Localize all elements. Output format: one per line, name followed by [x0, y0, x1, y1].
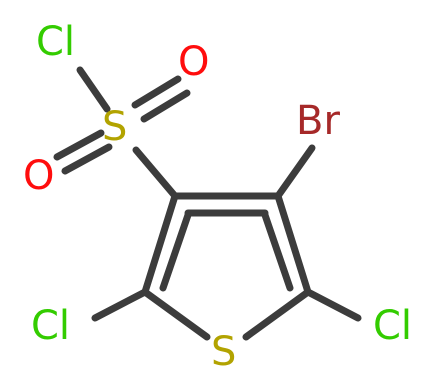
- bond-c5-cl: [304, 288, 362, 322]
- bond-c4-c5-inner: [261, 211, 294, 292]
- bond-s-o-left-a: [53, 129, 105, 161]
- atom-s-sulfonyl: S: [102, 104, 127, 150]
- bond-c4-c5: [274, 192, 312, 296]
- atom-cl-right: Cl: [373, 303, 412, 349]
- bond-c2-s-ring: [141, 288, 211, 341]
- bond-s-o-left-b: [61, 143, 113, 175]
- bond-s-o-top-b: [140, 89, 191, 123]
- atom-s-ring: S: [211, 329, 236, 375]
- bond-c4-br: [274, 144, 316, 200]
- atom-labels: Cl O S O Br Cl Cl S: [23, 19, 412, 375]
- bond-c3-c2-inner: [159, 211, 192, 292]
- atom-o-top: O: [178, 39, 209, 85]
- bond-s-cl: [76, 66, 111, 113]
- atom-cl-left: Cl: [31, 303, 70, 349]
- bond-c5-s-ring: [242, 288, 312, 341]
- bond-c2-cl: [91, 288, 149, 322]
- bond-s-o-top-a: [131, 75, 182, 109]
- bond-s-c3: [132, 146, 179, 200]
- bond-c3-c2: [141, 192, 179, 296]
- bonds: [53, 66, 362, 341]
- atom-o-left: O: [23, 153, 54, 199]
- atom-br: Br: [296, 98, 340, 144]
- atom-cl-sulfonyl: Cl: [36, 19, 75, 65]
